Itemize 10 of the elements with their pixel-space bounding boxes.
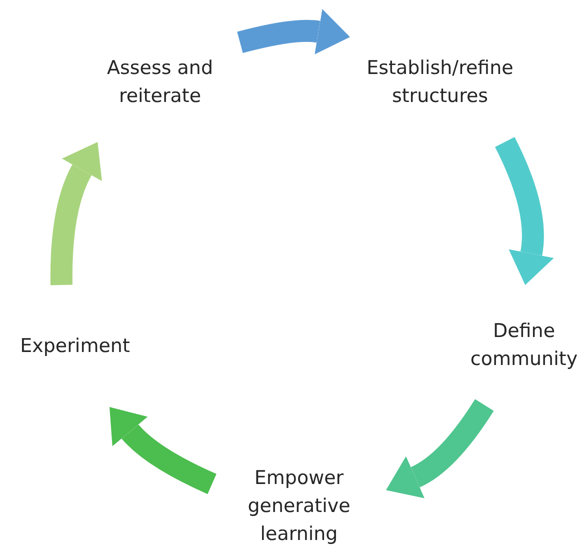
curved-arrow (237, 8, 350, 55)
curved-arrow (386, 399, 494, 498)
step-label: Experiment (20, 334, 130, 359)
curved-arrow (494, 137, 554, 286)
step-label: Assess and reiterate (106, 56, 214, 109)
step-label: Establish/refine structures (366, 56, 514, 109)
step-label: Empower generative learning (246, 466, 352, 547)
step-label: Define community (469, 319, 579, 372)
curved-arrow (50, 141, 102, 286)
curved-arrow (108, 408, 217, 494)
